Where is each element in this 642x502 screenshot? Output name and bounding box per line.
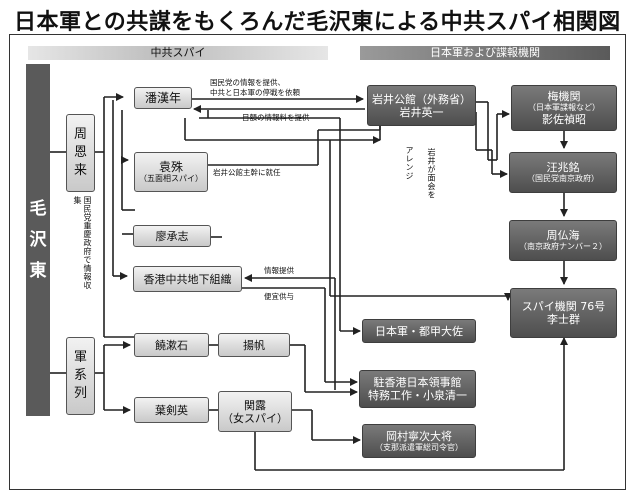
label-info-provide-2: 中共と日本軍の停戦を依頼 [210,88,300,97]
army-lineage-box: 軍 系 列 [66,337,95,415]
guan-lu-sub: （女スパイ） [222,411,288,425]
label-convenience: 便宜供与 [264,292,294,301]
hk-underground-box: 香港中共地下組織 [133,266,242,292]
liao-chengzhi-box: 廖承志 [133,225,211,247]
iwai-mansion-box: 岩井公館（外務省） 岩井英一 [367,85,476,126]
label-fee: 目額の情報料を提供 [242,113,310,122]
iwai-line2: 岩井英一 [399,105,444,119]
pan-hannian-box: 潘漢年 [134,87,192,109]
army-char-1: 軍 [73,350,87,365]
zhou-fohai-box: 周仏海 （南京政府ナンバー２） [509,220,617,261]
hk-consulate-box: 駐香港日本領事館 特務工作・小泉清一 [359,370,476,408]
consul-line2: 特務工作・小泉清一 [368,389,467,402]
label-iwai-post: 岩井公館主幹に就任 [213,168,281,177]
mao-char-3: 東 [29,260,47,281]
wang-jingwei-box: 汪兆銘 （国民党南京政府） [509,152,617,193]
label-meeting: 岩井が面会を [427,148,436,199]
kmt-intel-label: 国民党重慶政府で情報収集 [73,196,92,290]
header-japanese-intel: 日本軍および諜報機関 [360,46,610,60]
mao-zedong-bar: 毛 沢 東 [26,64,50,416]
mao-char-2: 沢 [29,229,47,250]
ye-jianying-box: 葉剣英 [134,397,209,423]
label-arrange: アレンジ [405,146,414,180]
miyako-colonel-box: 日本軍・都甲大佐 [362,319,476,343]
iwai-line1: 岩井公館（外務省） [372,92,471,106]
zhou-char-3: 来 [73,163,87,178]
consul-line1: 駐香港日本領事館 [373,376,462,389]
mao-char-1: 毛 [29,198,47,219]
okamura-line1: 岡村寧次大将 [386,429,452,443]
ume-line3: 影佐禎昭 [542,113,586,126]
header-chinese-spies: 中共スパイ [28,46,328,60]
label-info-provide-1: 国民党の情報を提供、 [210,78,285,87]
okamura-line2: （支那派遣軍総司令官） [375,442,463,452]
ume-line2: （日本軍諜報など） [528,103,600,112]
label-info-to-hk: 情報提供 [264,266,294,275]
zhou-char-1: 周 [73,127,87,142]
wang-name: 汪兆銘 [546,161,580,174]
zhou-fohai-name: 周仏海 [546,229,580,242]
wang-sub: （国民党南京政府） [527,174,599,183]
page-title: 日本軍との共謀をもくろんだ毛沢東による中共スパイ相関図 [14,10,621,35]
rao-shushi-box: 饒漱石 [134,333,209,357]
spy76-line1: スパイ機関 76号 [521,300,606,313]
diagram-frame [9,34,626,490]
zhou-char-2: 恩 [73,145,87,160]
zhou-fohai-sub: （南京政府ナンバー２） [519,242,607,251]
spy76-line2: 李士群 [547,313,580,326]
yang-fan-box: 揚帆 [218,333,290,357]
yuan-shu-sub: （五面相スパイ） [139,173,203,183]
ume-line1: 梅機関 [547,90,581,103]
army-char-2: 系 [73,368,87,383]
guan-lu-box: 関露 （女スパイ） [218,391,292,432]
yuan-shu-name: 袁殊 [158,159,183,174]
spy-agency-76-box: スパイ機関 76号 李士群 [510,288,617,338]
okamura-box: 岡村寧次大将 （支那派遣軍総司令官） [362,424,476,458]
zhou-enlai-box: 周 恩 来 [66,114,95,192]
army-char-3: 列 [73,386,87,401]
yuan-shu-box: 袁殊 （五面相スパイ） [134,152,208,192]
guan-lu-name: 関露 [244,398,266,412]
ume-agency-box: 梅機関 （日本軍諜報など） 影佐禎昭 [511,85,617,131]
